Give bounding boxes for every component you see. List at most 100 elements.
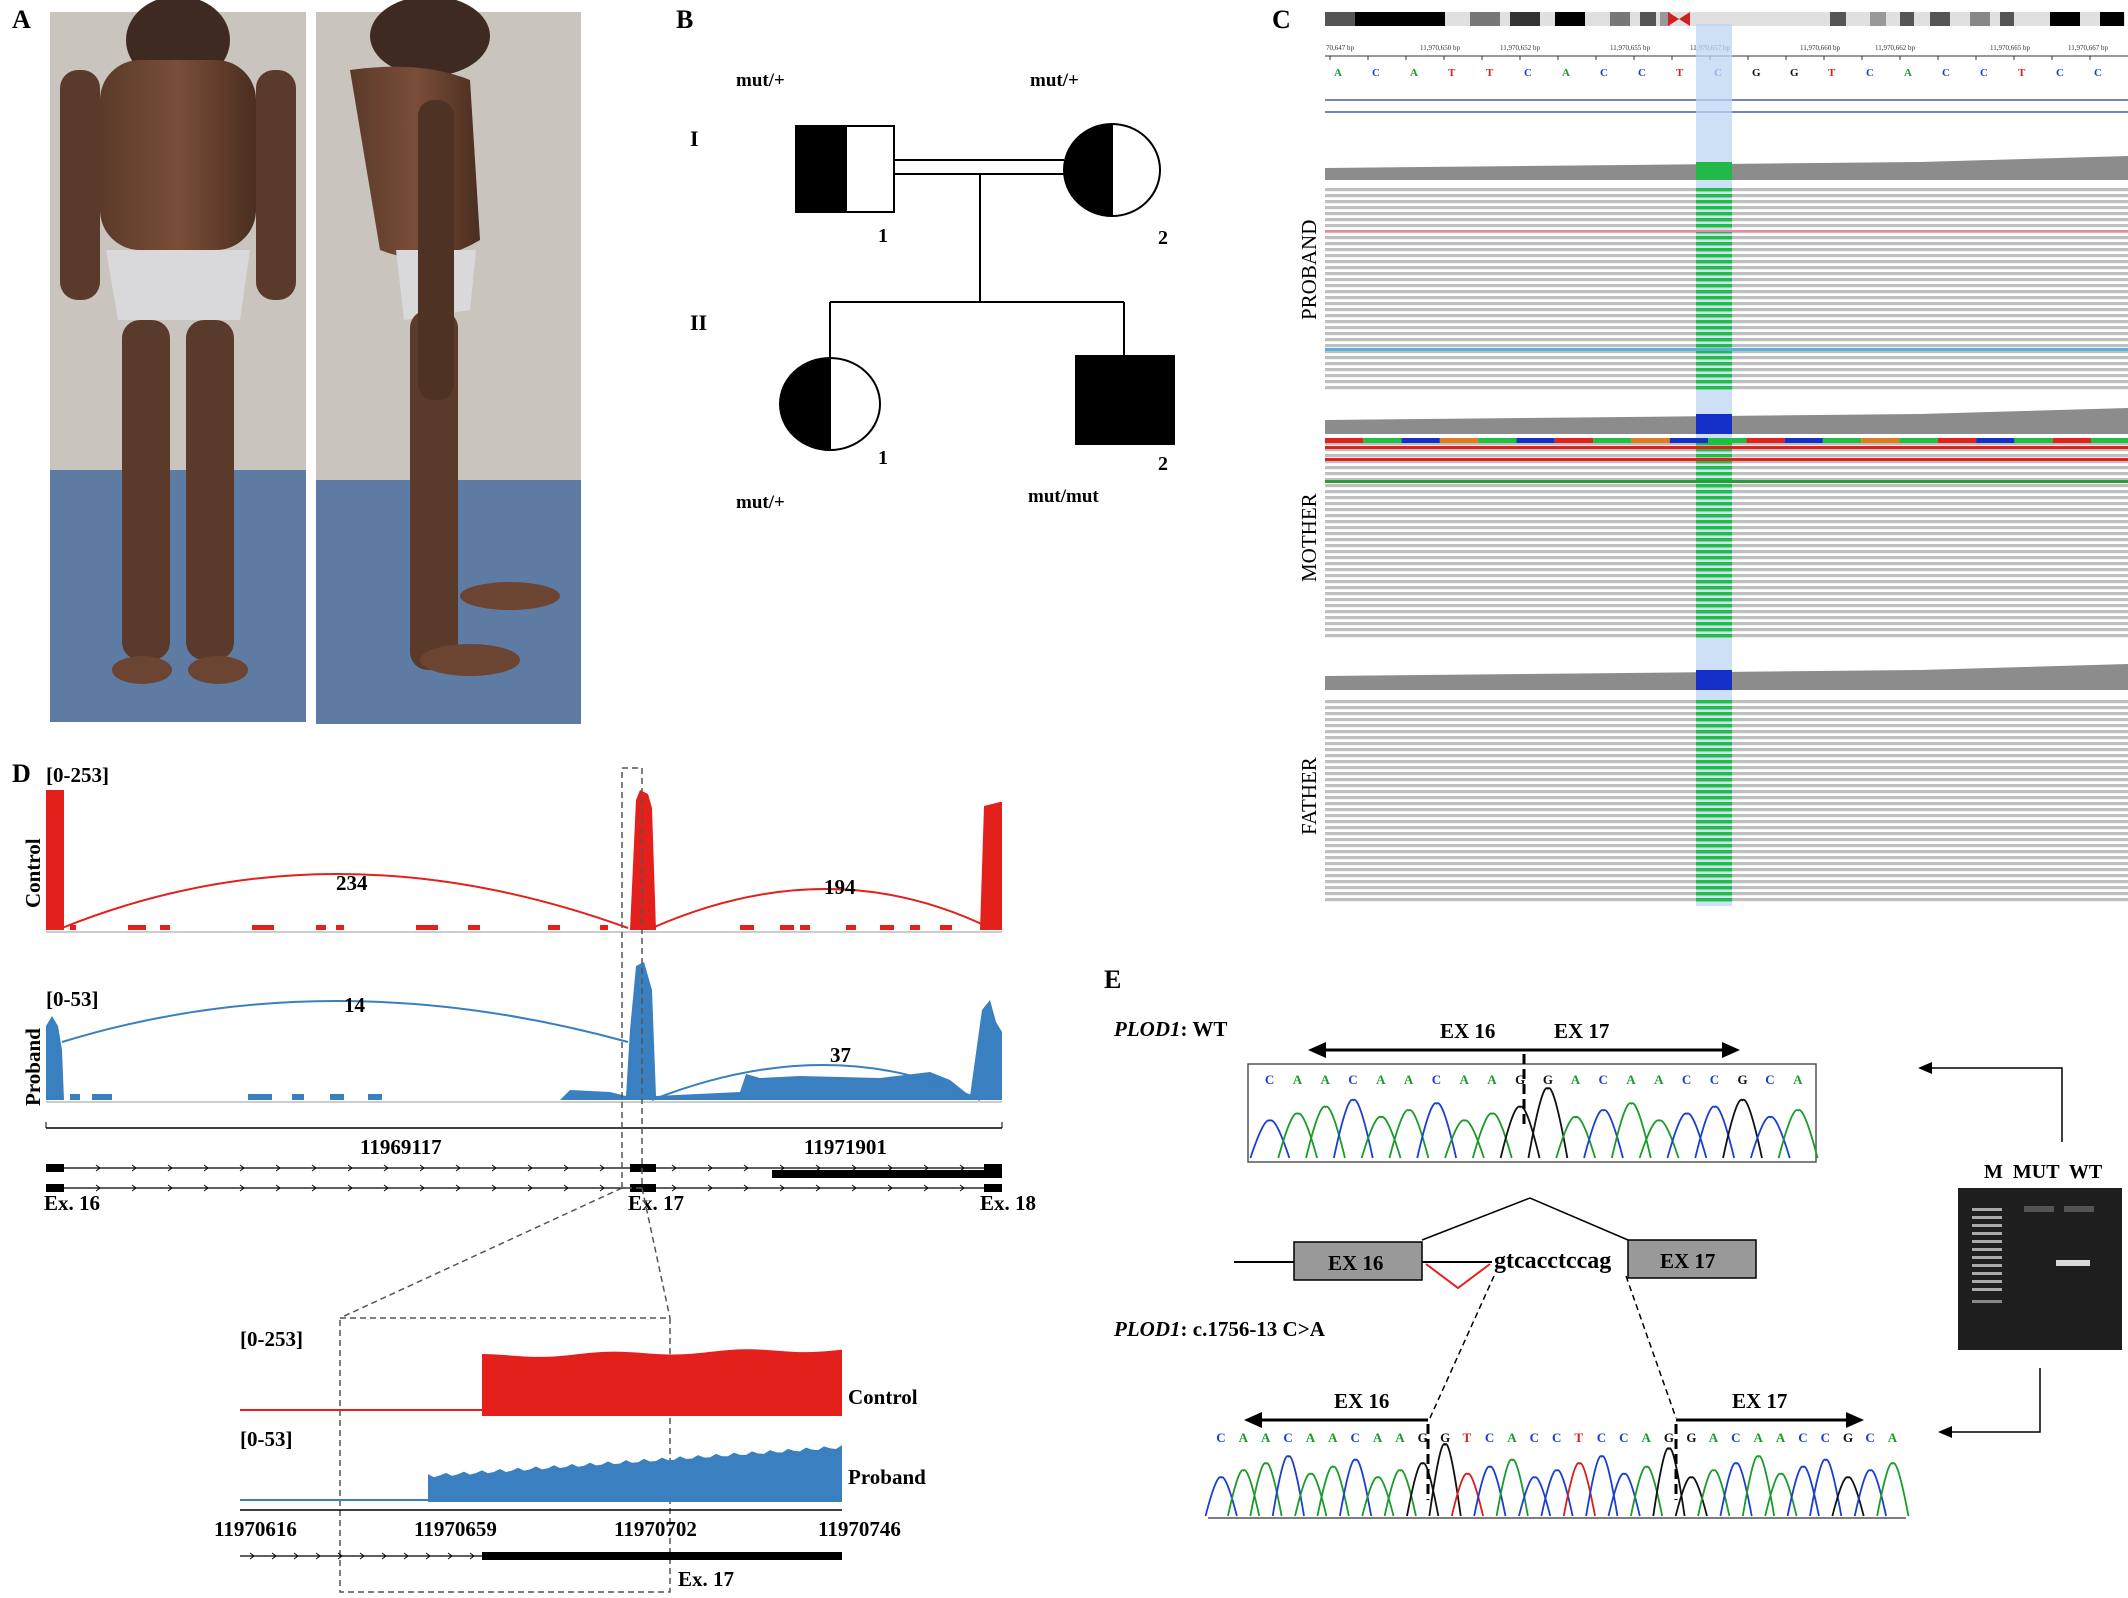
- base-call: A: [1654, 1072, 1664, 1087]
- zoom-tick-2: 11970659: [414, 1517, 497, 1541]
- proband-range: [0-53]: [46, 987, 98, 1011]
- reference-base: A: [1562, 67, 1570, 79]
- base-call: T: [1574, 1430, 1583, 1445]
- wt-ex16-label: EX 16: [1440, 1019, 1495, 1043]
- gene-model: [46, 1164, 1002, 1192]
- axis-tick-11969117: 11969117: [360, 1135, 442, 1159]
- generation-i-label: I: [690, 126, 699, 151]
- ruler-label: 11,970,655 bp: [1610, 44, 1650, 52]
- reference-base: C: [1524, 67, 1532, 79]
- reference-base: C: [1372, 67, 1380, 79]
- zoom-proband-coverage: [240, 1445, 842, 1502]
- base-call: A: [1404, 1072, 1414, 1087]
- wt-ex17-label: EX 17: [1554, 1019, 1609, 1043]
- zoom-tick-3: 11970702: [614, 1517, 697, 1541]
- wt-chromatogram: [1249, 1087, 1819, 1159]
- proband-junction-left: [61, 1000, 629, 1043]
- base-call: A: [1293, 1072, 1303, 1087]
- base-call: G: [1418, 1430, 1428, 1445]
- reference-base: T: [1676, 67, 1684, 79]
- mother-genotype: mut/+: [1030, 70, 1079, 91]
- control-junction-left: [61, 873, 629, 929]
- patient-photo-front: [50, 0, 306, 722]
- base-call: A: [1328, 1430, 1338, 1445]
- base-call: G: [1686, 1430, 1696, 1445]
- base-call: A: [1626, 1072, 1636, 1087]
- ruler-label: 11,970,667 bp: [2068, 44, 2108, 52]
- zoom-tick-4: 11970746: [818, 1517, 901, 1541]
- base-call: C: [1216, 1430, 1225, 1445]
- mut-chromatogram: [1204, 1443, 1910, 1517]
- base-call: C: [1283, 1430, 1292, 1445]
- base-call: A: [1306, 1430, 1316, 1445]
- base-call: C: [1731, 1430, 1740, 1445]
- proband-junction-right-count: 37: [830, 1043, 851, 1067]
- diagram-exon-16: [1293, 1241, 1423, 1281]
- zoom-tick-1: 11970616: [214, 1517, 297, 1541]
- base-call: A: [1753, 1430, 1763, 1445]
- base-call: A: [1776, 1430, 1786, 1445]
- base-call: A: [1571, 1072, 1581, 1087]
- intronic-insert-seq: gtcacctccag: [1494, 1248, 1611, 1274]
- ruler-label: 11,970,662 bp: [1875, 44, 1915, 52]
- zoom-proband-label: Proband: [848, 1465, 926, 1489]
- pedigree-son-affected: [1075, 355, 1175, 445]
- proband-coverage: [46, 962, 1002, 1100]
- base-call: C: [1348, 1072, 1357, 1087]
- base-call: C: [1265, 1072, 1274, 1087]
- control-junction-right: [651, 888, 991, 929]
- reference-base: C: [1638, 67, 1646, 79]
- panel-label-c: C: [1272, 5, 1291, 34]
- base-call: G: [1843, 1430, 1853, 1445]
- ruler-label: 11,970,665 bp: [1990, 44, 2030, 52]
- father-genotype: mut/+: [736, 70, 785, 91]
- panel-label-d: D: [12, 759, 31, 788]
- base-call: C: [1821, 1430, 1830, 1445]
- exon-17-label: Ex. 17: [628, 1191, 684, 1215]
- reference-base: G: [1752, 67, 1761, 79]
- proband-junction-right: [651, 1064, 981, 1101]
- reference-base: T: [1448, 67, 1456, 79]
- zoom-proband-range: [0-53]: [240, 1427, 292, 1451]
- base-call: C: [1552, 1430, 1561, 1445]
- base-call: C: [1619, 1430, 1628, 1445]
- control-junction-right-count: 194: [824, 875, 856, 899]
- base-call: A: [1261, 1430, 1271, 1445]
- reference-base: A: [1904, 67, 1912, 79]
- reference-base: A: [1410, 67, 1418, 79]
- control-track-label: Control: [21, 838, 45, 908]
- gel-lane-header: M MUT WT: [1984, 1161, 2103, 1183]
- axis-tick-11971901: 11971901: [804, 1135, 887, 1159]
- base-call: C: [1710, 1072, 1719, 1087]
- gel-ladder: [1972, 1208, 2002, 1303]
- reference-base: C: [1866, 67, 1874, 79]
- pedigree-mother-carrier: [1063, 123, 1161, 217]
- daughter-number: 1: [878, 447, 888, 469]
- pedigree-father-carrier: [795, 125, 895, 213]
- zoom-exon-17-label: Ex. 17: [678, 1567, 734, 1591]
- base-call: A: [1373, 1430, 1383, 1445]
- mut-ex16-label: EX 16: [1334, 1389, 1389, 1413]
- control-range: [0-253]: [46, 763, 109, 787]
- base-call: A: [1239, 1430, 1249, 1445]
- control-coverage: [46, 790, 1002, 930]
- base-call: C: [1530, 1430, 1539, 1445]
- base-call: C: [1865, 1430, 1874, 1445]
- proband-junction-left-count: 14: [344, 993, 366, 1017]
- reference-base: T: [2018, 67, 2026, 79]
- base-call: A: [1709, 1430, 1719, 1445]
- panel-label-a: A: [12, 5, 31, 34]
- zoom-gene-model: [240, 1552, 842, 1560]
- zoom-control-label: Control: [848, 1385, 918, 1409]
- mut-label: PLOD1: c.1756-13 C>A: [1113, 1317, 1326, 1341]
- proband-track-label: Proband: [21, 1028, 45, 1106]
- patient-photo-side: [316, 0, 581, 724]
- exon-16-label: Ex. 16: [44, 1191, 100, 1215]
- mut-ex17-label: EX 17: [1732, 1389, 1787, 1413]
- base-call: A: [1321, 1072, 1331, 1087]
- base-call: C: [1682, 1072, 1691, 1087]
- reference-base: C: [2094, 67, 2102, 79]
